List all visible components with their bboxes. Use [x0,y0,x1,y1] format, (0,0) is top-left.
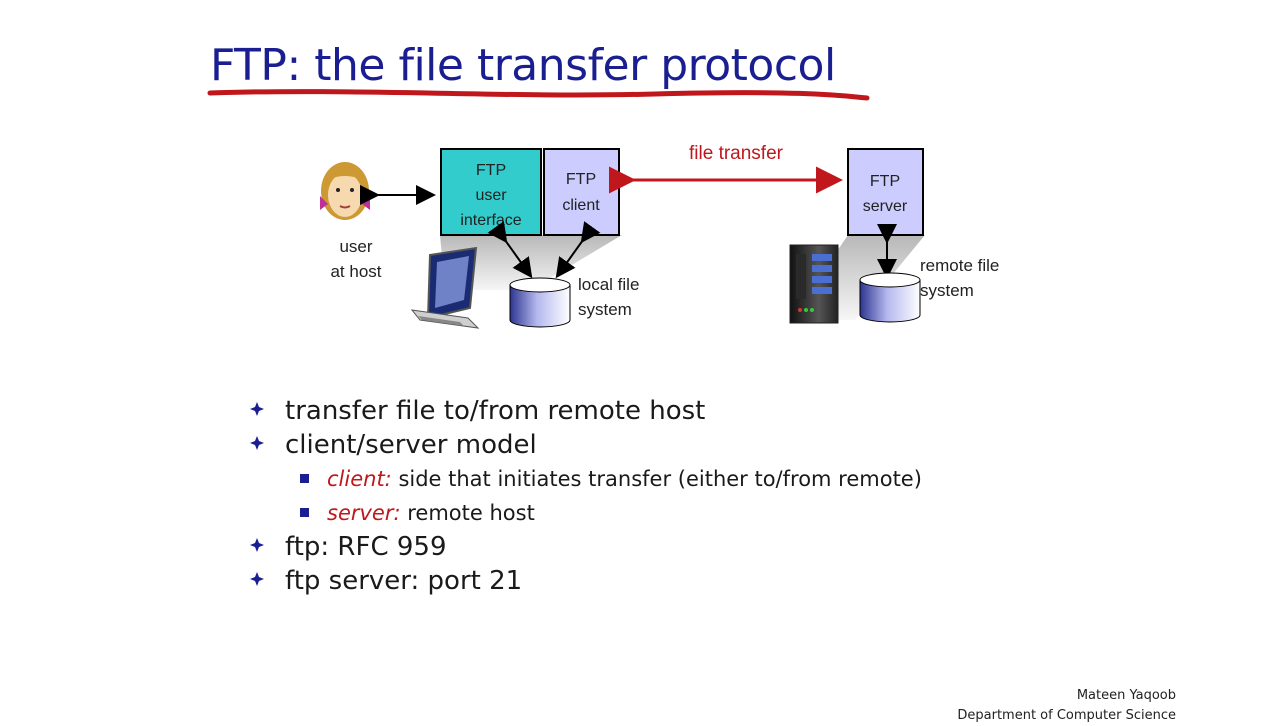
server-box-line-1: FTP [870,173,900,190]
server-box-line-2: server [863,198,908,215]
bullet-list: transfer file to/from remote host client… [250,394,922,598]
diamond-bullet-icon [250,436,264,450]
file-transfer-label: file transfer [689,143,784,164]
square-bullet-icon [300,474,309,483]
ftp-user-interface-box: FTP user interface [440,148,542,236]
sub-bullet-item: server: remote host [250,496,922,530]
client-box-line-2: client [562,197,600,214]
computer-icon [410,246,480,329]
local-fs-caption-line-2: system [578,300,632,319]
remote-file-system-cylinder-icon [859,272,921,323]
bullet-item: ftp server: port 21 [250,564,922,598]
local-file-system-cylinder-icon [509,277,571,328]
ftp-server-box: FTP server [847,148,924,236]
user-caption-line-1: user [339,237,372,256]
bullet-text: remote host [400,501,535,525]
server-tower-icon [789,244,839,324]
diamond-bullet-icon [250,572,264,586]
bullet-text: side that initiates transfer (either to/… [391,467,922,491]
slide-title: FTP: the file transfer protocol [210,40,836,91]
footer-department: Department of Computer Science [957,708,1176,723]
sub-bullet-item: client: side that initiates transfer (ei… [250,462,922,496]
diamond-bullet-icon [250,538,264,552]
bullet-text: client/server model [285,430,537,460]
bullet-emphasis: server: [327,501,401,525]
footer: Mateen Yaqoob Department of Computer Sci… [957,686,1176,726]
ftp-diagram: FTP user interface FTP client file trans… [320,143,999,329]
client-box-line-1: FTP [566,171,596,188]
user-caption-line-2: at host [330,262,381,281]
bullet-text: ftp: RFC 959 [285,532,447,562]
bullet-emphasis: client: [327,467,392,491]
bullet-text: transfer file to/from remote host [285,396,706,426]
bullet-text: ftp server: port 21 [285,566,523,596]
ui-box-line-1: FTP [476,162,506,179]
bullet-item: transfer file to/from remote host [250,394,922,428]
ui-box-line-2: user [475,187,507,204]
ftp-client-box: FTP client [543,148,620,236]
remote-fs-caption-line-1: remote file [920,256,999,275]
square-bullet-icon [300,508,309,517]
footer-author: Mateen Yaqoob [1076,688,1176,703]
bullet-item: client/server model [250,428,922,462]
user-face-icon [320,162,370,220]
remote-fs-caption-line-2: system [920,281,974,300]
ui-box-line-3: interface [460,212,521,229]
title-underline [207,89,870,101]
bullet-item: ftp: RFC 959 [250,530,922,564]
diamond-bullet-icon [250,402,264,416]
local-fs-caption-line-1: local file [578,275,639,294]
